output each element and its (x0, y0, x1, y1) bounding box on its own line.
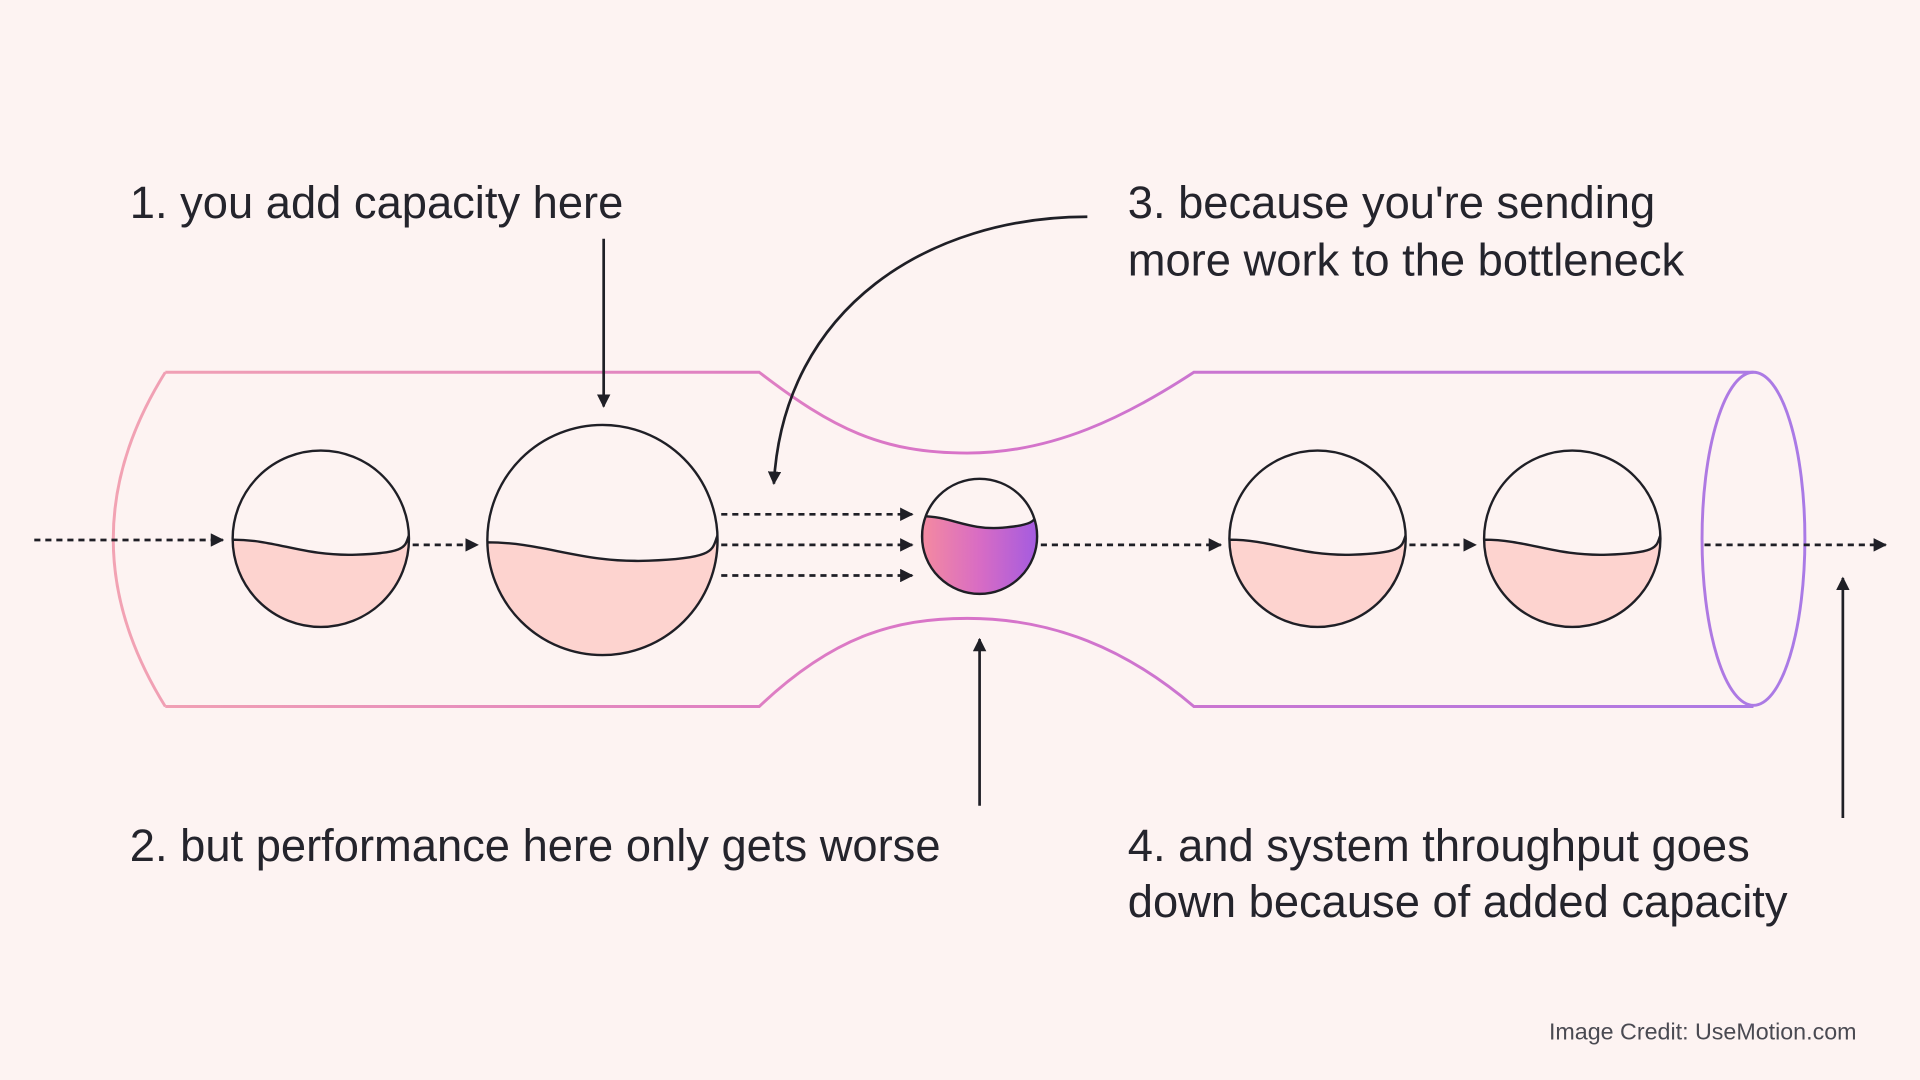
label-step-4-line-2: down because of added capacity (1128, 876, 1788, 927)
label-step-2: 2. but performance here only gets worse (130, 820, 941, 871)
image-credit: Image Credit: UseMotion.com (1549, 1019, 1857, 1045)
pipe-top-edge (165, 370, 1754, 455)
pipe-bottom-edge (165, 616, 1754, 709)
flow-arrows (34, 507, 1888, 583)
label-step-4-line-1: 4. and system throughput goes (1128, 820, 1750, 871)
callout-arrow-3 (767, 215, 1088, 486)
stage-circle-2-added-capacity (487, 425, 717, 667)
pipe-right-opening (1700, 370, 1807, 707)
stage-circle-5 (1484, 451, 1660, 636)
stage-circle-4 (1229, 451, 1405, 636)
label-step-3-line-2: more work to the bottleneck (1128, 235, 1685, 286)
label-step-1: 1. you add capacity here (130, 177, 624, 228)
stage-circle-1 (233, 451, 409, 636)
label-step-3-line-1: 3. because you're sending (1128, 177, 1655, 228)
